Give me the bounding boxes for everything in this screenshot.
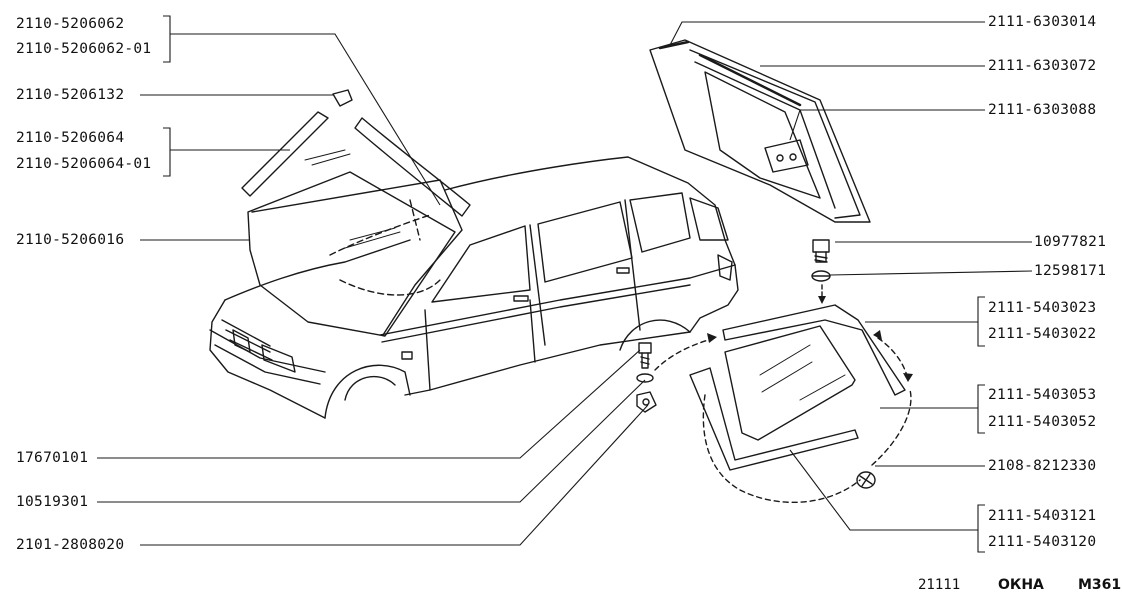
quarter-window-frame [689, 304, 906, 471]
part-label-2111-5403053: 2111-5403053 [988, 387, 1097, 403]
part-label-2110-5206132: 2110-5206132 [16, 87, 125, 103]
part-label-2111-6303088: 2111-6303088 [988, 102, 1097, 118]
arrow-heads [707, 296, 913, 382]
part-label-2110-5206064-01: 2110-5206064-01 [16, 156, 152, 172]
part-label-2111-6303014: 2111-6303014 [988, 14, 1097, 30]
quarter-window-glass [724, 325, 856, 441]
part-label-10519301: 10519301 [16, 494, 89, 510]
windshield-moulding-right [354, 117, 471, 217]
nut-fastener [636, 391, 657, 413]
part-label-10977821: 10977821 [1034, 234, 1107, 250]
footer-title: ОКНА [998, 577, 1044, 593]
part-label-2110-5206016: 2110-5206016 [16, 232, 125, 248]
car-body-drawing [209, 156, 739, 419]
part-label-2111-5403121: 2111-5403121 [988, 508, 1097, 524]
washer-fastener [636, 373, 654, 383]
leader-lines [97, 15, 1033, 553]
part-label-2110-5206062-01: 2110-5206062-01 [16, 41, 152, 57]
part-label-17670101: 17670101 [16, 450, 89, 466]
footer-page: М361 [1078, 577, 1122, 593]
rear-glass-assembly [649, 39, 871, 223]
part-label-12598171: 12598171 [1034, 263, 1107, 279]
part-label-2111-5403052: 2111-5403052 [988, 414, 1097, 430]
windshield-glass [247, 149, 456, 337]
part-label-2110-5206064: 2110-5206064 [16, 130, 125, 146]
part-label-2111-5403022: 2111-5403022 [988, 326, 1097, 342]
part-label-2111-6303072: 2111-6303072 [988, 58, 1097, 74]
part-label-2111-5403023: 2111-5403023 [988, 300, 1097, 316]
windshield-moulding-left [241, 111, 329, 197]
window-clip [856, 471, 876, 489]
assembly-arrows [654, 337, 912, 504]
moulding-clip [332, 89, 353, 107]
screw-fastener [638, 342, 652, 369]
part-label-2108-8212330: 2108-8212330 [988, 458, 1097, 474]
part-label-2101-2808020: 2101-2808020 [16, 537, 125, 553]
part-label-2110-5206062: 2110-5206062 [16, 16, 125, 32]
bolt-assembly [811, 239, 831, 303]
part-label-2111-5403120: 2111-5403120 [988, 534, 1097, 550]
footer-model: 21111 [918, 577, 961, 593]
